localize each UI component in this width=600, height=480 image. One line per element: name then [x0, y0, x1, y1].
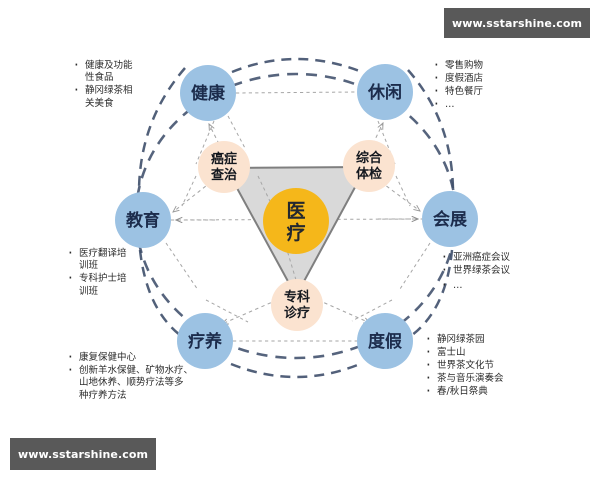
list-item: 世界茶文化节: [424, 358, 504, 372]
node-circle-expo[interactable]: [422, 191, 478, 247]
core-circle-group: [263, 188, 329, 254]
guide-expo-vacation: [351, 242, 431, 322]
hub-label-checkup-line1: 综合: [356, 150, 383, 166]
node-label-education: 教育: [125, 210, 160, 231]
node-label-recuperation: 疗养: [188, 331, 223, 352]
arc-health-education: [137, 67, 186, 191]
node-circle-vacation[interactable]: [357, 313, 413, 369]
node-label-health: 健康: [191, 83, 226, 104]
arrow-checkup-expo: [380, 181, 420, 211]
link-health-leisure: [235, 91, 358, 94]
list-item: 零售购物: [432, 58, 483, 72]
list-item: 春/秋日祭典: [424, 384, 504, 398]
core-circle-medical[interactable]: [263, 188, 329, 254]
node-circle-health[interactable]: [180, 65, 236, 121]
node-label-leisure: 休闲: [367, 82, 402, 103]
list-item: 静冈绿茶园: [424, 332, 504, 346]
arrow-checkup-leisure: [369, 123, 383, 151]
list-item: …: [440, 278, 510, 292]
arc-expo-vacation: [407, 249, 454, 340]
hub-label-cancer-line2: 查治: [210, 167, 237, 183]
bullet-list-leisure: 零售购物 度假酒店 特色餐厅 …: [432, 58, 483, 112]
list-item: 度假酒店: [432, 71, 483, 85]
node-label-vacation: 度假: [368, 331, 402, 352]
node-circle-leisure[interactable]: [357, 64, 413, 120]
ring-arc-segments: [137, 57, 455, 379]
hub-label-checkup-line2: 体检: [356, 166, 382, 182]
list-item: 特色餐厅: [432, 84, 483, 98]
hub-label-cancer-line1: 癌症: [211, 151, 237, 167]
arc-health-leisure: [231, 57, 363, 74]
hub-to-node-arrows: [173, 123, 420, 325]
list-item: 世界绿茶会议: [440, 263, 510, 277]
node-circle-education[interactable]: [115, 192, 171, 248]
guide-education-recuperation: [165, 242, 249, 323]
hub-label-specialty-line2: 诊疗: [284, 305, 310, 321]
guide-health-cancer: [181, 120, 215, 207]
list-item: 康复保健中心: [66, 350, 193, 364]
node-label-expo: 会展: [433, 209, 467, 230]
list-item: 亚洲癌症会议: [440, 250, 510, 264]
arc-recuperation-vacation: [230, 362, 361, 379]
list-item: 茶与音乐演奏会: [424, 371, 504, 385]
core-label-line2: 疗: [286, 221, 305, 244]
watermark-top: www.sstarshine.com: [444, 8, 590, 38]
watermark-bottom: www.sstarshine.com: [10, 438, 156, 470]
hub-circles: [198, 140, 395, 331]
core-label-line1: 医: [286, 200, 305, 222]
hub-circle-cancer[interactable]: [198, 141, 250, 193]
list-item: …: [432, 97, 483, 111]
hub-label-specialty-line1: 专科: [284, 289, 310, 305]
arrow-specialty-vacation: [317, 299, 370, 323]
hexagon-link-network: [170, 91, 423, 342]
arrow-cancer-health: [209, 124, 223, 151]
hub-circle-specialty[interactable]: [271, 279, 323, 331]
arc-education-recuperation: [138, 249, 185, 340]
list-item: 富士山: [424, 345, 504, 359]
cross-link-arrows: [165, 115, 431, 323]
arrow-specialty-recuperation: [222, 299, 278, 325]
arrow-cancer-education: [173, 181, 212, 212]
bullet-list-expo: 亚洲癌症会议 世界绿茶会议 …: [440, 250, 510, 293]
bullet-list-vacation: 静冈绿茶园 富士山 世界茶文化节 茶与音乐演奏会 春/秋日祭典: [424, 332, 504, 399]
hub-circle-checkup[interactable]: [343, 140, 395, 192]
